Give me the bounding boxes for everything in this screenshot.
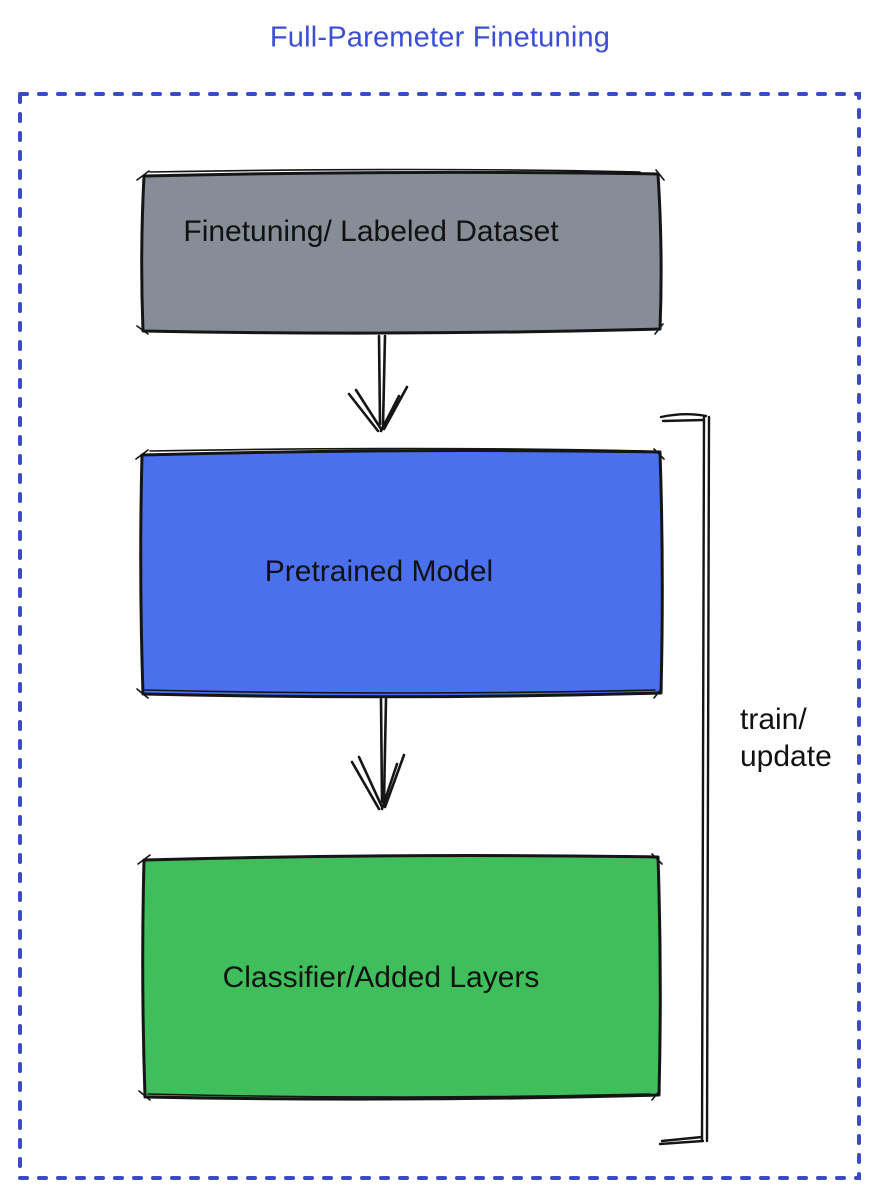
train-update-label: train/ update	[740, 701, 832, 775]
node-label-dataset: Finetuning/ Labeled Dataset	[183, 215, 559, 248]
dataset-box-sketch-strokes	[136, 168, 665, 335]
pretrained-box-shape	[139, 449, 664, 699]
node-label-pretrained: Pretrained Model	[264, 555, 494, 588]
train-update-line2: update	[740, 740, 832, 773]
arrow-dataset-to-pretrained-icon	[347, 334, 409, 433]
train-update-bracket	[658, 413, 711, 1146]
arrow-pretrained-to-classifier-icon	[350, 697, 406, 811]
diagram-title: Full-Paremeter Finetuning	[269, 21, 611, 54]
train-update-line1: train/	[740, 703, 807, 736]
node-label-classifier: Classifier/Added Layers	[222, 961, 540, 994]
classifier-box-sketch-strokes	[137, 853, 663, 1101]
dashed-boundary-frame	[18, 92, 861, 1180]
pretrained-box-sketch-strokes	[135, 447, 665, 699]
dataset-box-shape	[140, 170, 663, 335]
classifier-box-shape	[141, 854, 662, 1101]
